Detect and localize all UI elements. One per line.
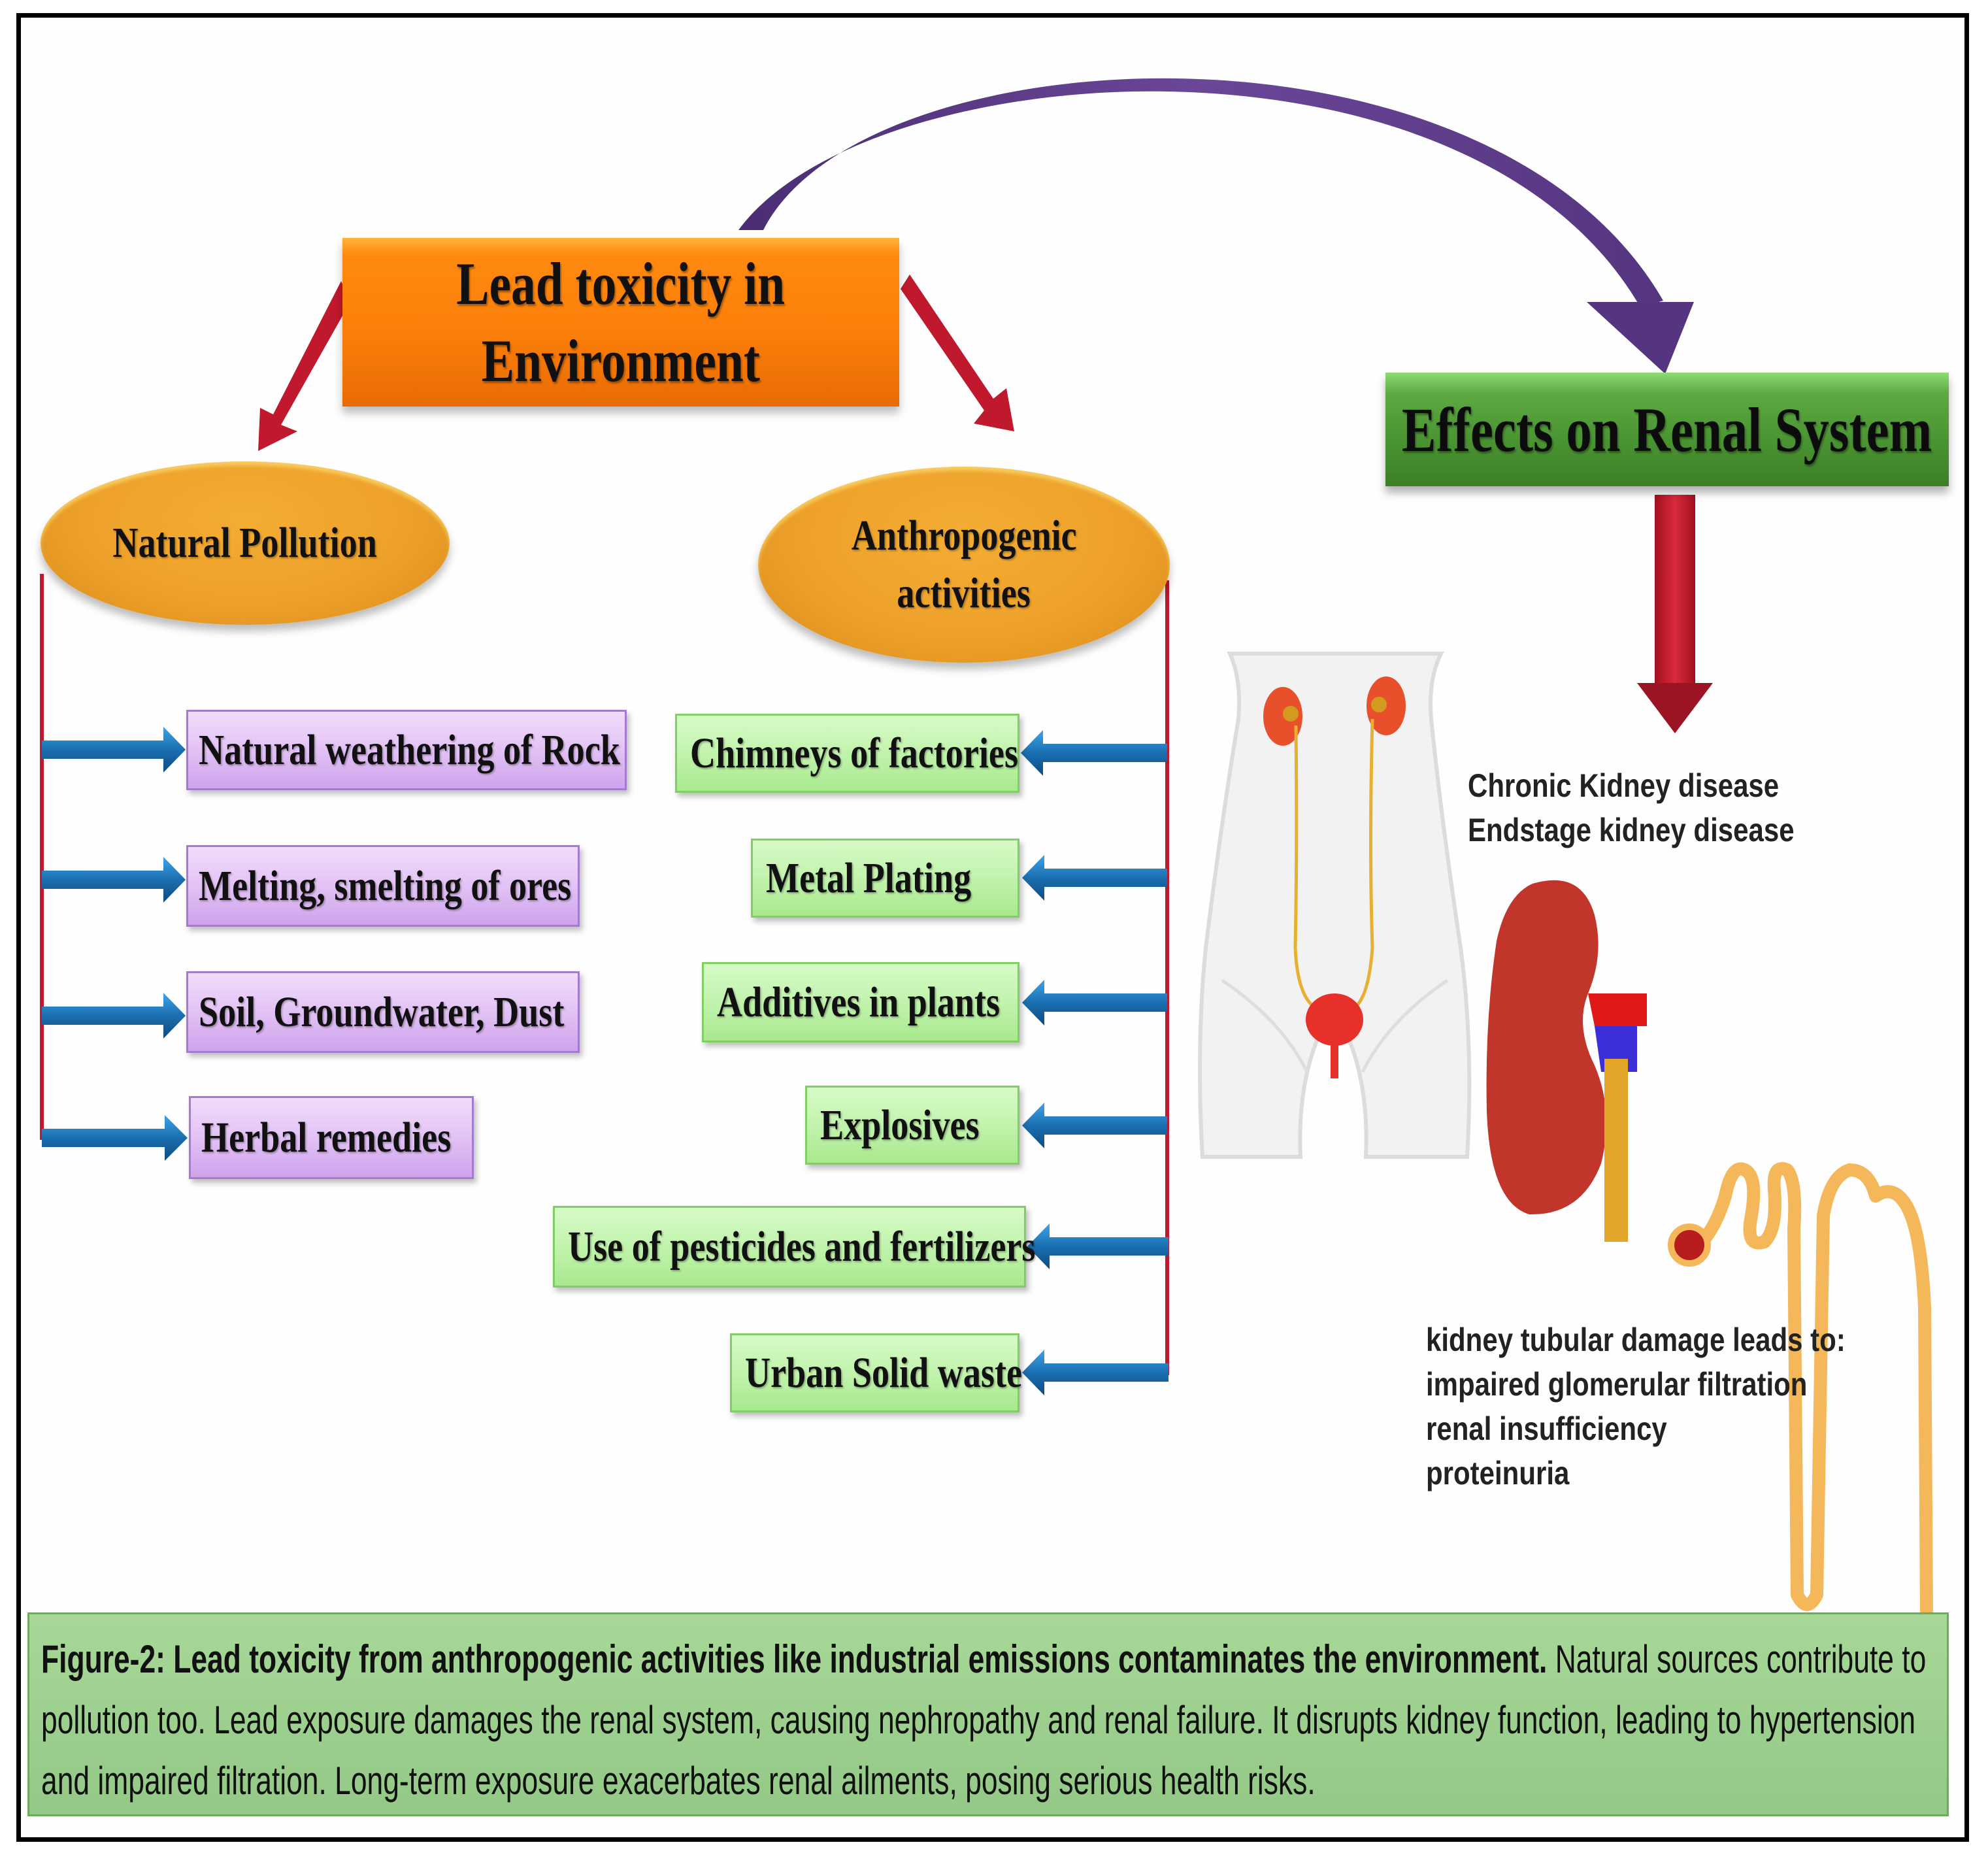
kidney-illustration [1486, 880, 1647, 1242]
curved-arrow-icon [738, 78, 1694, 374]
root-node-line1: Lead toxicity in [456, 250, 786, 317]
anthropogenic-label-line1: Anthropogenic [851, 512, 1077, 559]
tubular-line: renal insufficiency [1426, 1410, 1667, 1447]
natural-item-label: Melting, smelting of ores [199, 861, 572, 910]
blue-arrow-icon [1022, 1103, 1167, 1148]
root-node-line2: Environment [481, 327, 761, 394]
anthropogenic-item-label: Use of pesticides and fertilizers [568, 1222, 1036, 1271]
blue-arrow-icon [1027, 1224, 1168, 1269]
tubular-damage-list: kidney tubular damage leads to: impaired… [1426, 1318, 1925, 1495]
anthropogenic-item: Metal Plating [751, 839, 1019, 918]
effects-on-renal-system-node: Effects on Renal System [1385, 373, 1949, 486]
natural-item-label: Herbal remedies [201, 1113, 452, 1161]
blue-arrow-icon [1022, 855, 1167, 901]
disease-list: Chronic Kidney disease Endstage kidney d… [1468, 763, 1857, 852]
tubular-line: impaired glomerular filtration [1426, 1366, 1808, 1403]
red-arrow-icon-right [901, 275, 1014, 431]
natural-item: Melting, smelting of ores [186, 845, 580, 927]
nephron-illustration [1668, 1162, 1933, 1621]
tubular-line: proteinuria [1426, 1455, 1570, 1491]
disease-line: Chronic Kidney disease [1468, 767, 1780, 804]
anthropogenic-item-label: Metal Plating [766, 854, 972, 902]
left-connector-line [40, 574, 44, 1140]
blue-arrow-icon [42, 727, 186, 773]
anthropogenic-activities-node: Anthropogenic activities [758, 467, 1170, 663]
natural-item: Herbal remedies [189, 1096, 474, 1179]
right-connector-line [1165, 580, 1169, 1375]
anthropogenic-item: Use of pesticides and fertilizers [553, 1206, 1035, 1288]
anthropogenic-item-label: Additives in plants [717, 978, 1001, 1026]
natural-item-label: Natural weathering of Rock [199, 725, 620, 774]
natural-pollution-node: Natural Pollution [41, 461, 450, 625]
blue-arrow-icon [1022, 1350, 1168, 1395]
anthropogenic-item-label: Chimneys of factories [690, 729, 1019, 777]
caption-title: Figure-2: Lead toxicity from anthropogen… [41, 1637, 1548, 1681]
anthropogenic-item: Chimneys of factories [675, 714, 1019, 793]
figure-caption: Figure-2: Lead toxicity from anthropogen… [27, 1612, 1949, 1816]
anthropogenic-item-label: Explosives [820, 1101, 980, 1149]
natural-item: Soil, Groundwater, Dust [186, 971, 580, 1053]
blue-arrow-icon [1022, 980, 1167, 1025]
blue-arrow-icon [42, 1115, 188, 1161]
effects-title: Effects on Renal System [1402, 394, 1932, 465]
anthropogenic-item: Additives in plants [702, 962, 1019, 1042]
body-urinary-system-illustration [1198, 652, 1472, 1159]
disease-line: Endstage kidney disease [1468, 812, 1795, 848]
root-node-lead-toxicity: Lead toxicity in Environment [342, 238, 899, 407]
blue-arrow-icon [42, 993, 186, 1039]
caption-body: Natural sources contribute to pollution … [41, 1637, 1927, 1803]
blue-arrow-icon [42, 857, 186, 903]
red-arrow-icon-left [258, 281, 350, 451]
natural-item-label: Soil, Groundwater, Dust [199, 988, 565, 1036]
anthropogenic-item: Explosives [805, 1086, 1019, 1165]
natural-pollution-label: Natural Pollution [112, 519, 378, 567]
natural-item: Natural weathering of Rock [186, 710, 627, 790]
anthropogenic-item: Urban Solid waste [730, 1333, 1023, 1412]
tubular-line: kidney tubular damage leads to: [1426, 1322, 1846, 1358]
anthropogenic-label-line2: activities [897, 569, 1031, 617]
red-down-arrow-icon [1637, 495, 1713, 733]
blue-arrow-icon [1021, 730, 1167, 776]
anthropogenic-item-label: Urban Solid waste [745, 1348, 1023, 1397]
